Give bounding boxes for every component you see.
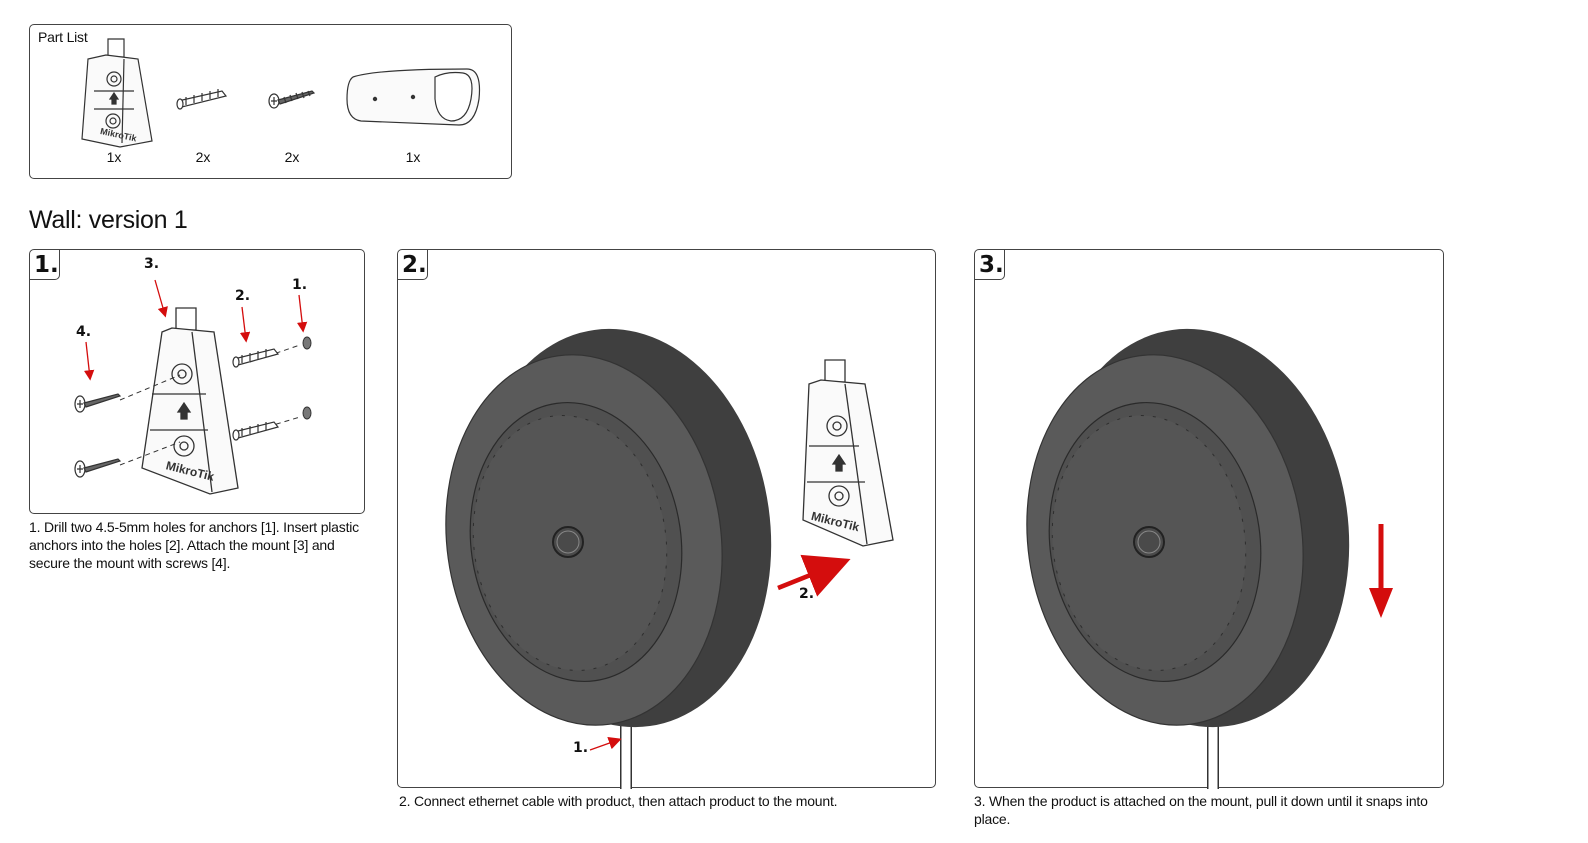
part-qty-anchor: 2x (195, 149, 211, 165)
step-2-panel: 2. MikroTik (397, 249, 936, 789)
step-1-callout-2: 2. (235, 288, 251, 304)
bracket-icon: MikroTik (802, 359, 894, 547)
step-1-illustration: MikroTik (74, 279, 312, 495)
step-2-number: 2. (398, 250, 428, 280)
part-list-illustrations: MikroTik (81, 38, 481, 148)
step-1-callout-3: 3. (144, 256, 160, 272)
screw-icon (74, 393, 122, 478)
wall-hole-icon (302, 336, 312, 420)
part-qty-bracket: 1x (106, 149, 122, 165)
step-2-callout-2: 2. (799, 586, 815, 602)
step-1-callout-4: 4. (76, 324, 92, 340)
step-3-number: 3. (975, 250, 1005, 280)
plastic-anchor-icon (232, 348, 280, 441)
step-2-callout-1: 1. (573, 740, 589, 756)
screw-icon (268, 90, 316, 109)
plastic-anchor-icon (176, 89, 228, 110)
part-list-title: Part List (38, 29, 88, 45)
step-1-callout-1: 1. (292, 277, 308, 293)
section-title: Wall: version 1 (29, 206, 188, 234)
step-3-illustration (1026, 328, 1393, 789)
step-2-caption: 2. Connect ethernet cable with product, … (399, 793, 838, 809)
step-3-panel: 3. (974, 249, 1444, 789)
wall-mount-bracket-icon: MikroTik (81, 38, 153, 148)
step-1-panel: 1. MikroTik (29, 249, 365, 514)
mounting-plate-icon (346, 68, 481, 126)
device-disc-icon (445, 328, 772, 728)
step-1-number: 1. (30, 250, 60, 280)
bracket-icon: MikroTik (141, 307, 239, 495)
device-disc-icon (1026, 328, 1350, 728)
part-qty-plate: 1x (405, 149, 421, 165)
step-3-caption: 3. When the product is attached on the m… (974, 793, 1428, 827)
part-qty-screw: 2x (284, 149, 300, 165)
part-list-box: Part List MikroTik (29, 24, 512, 179)
step-2-illustration: MikroTik (445, 328, 894, 789)
step-1-caption: 1. Drill two 4.5-5mm holes for anchors [… (29, 519, 359, 571)
